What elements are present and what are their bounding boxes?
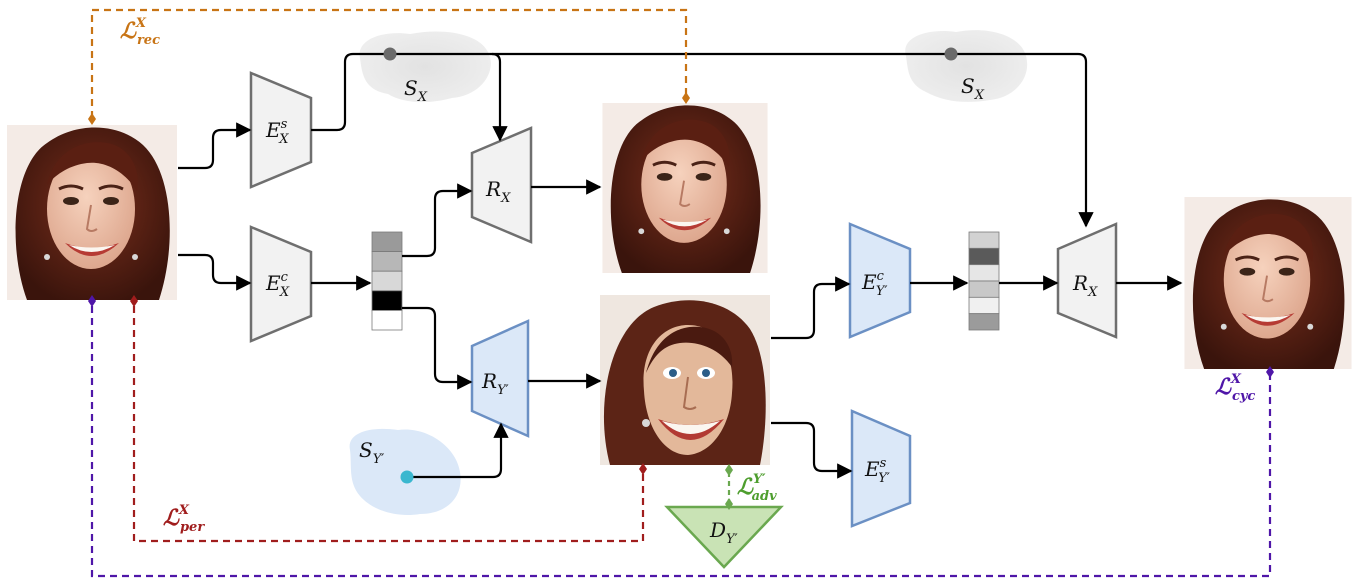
decoder-x-right-shape xyxy=(1056,222,1118,339)
decoder-x-top-label: RX xyxy=(485,177,511,206)
input-photo-image xyxy=(7,125,177,300)
discriminator-y-label: DY′ xyxy=(709,518,738,547)
caricature-image xyxy=(600,295,770,465)
code-cell xyxy=(968,264,1000,282)
adv-diamond-top xyxy=(725,464,733,476)
decoder-y-label: RY′ xyxy=(481,369,509,398)
cycle-loss-line xyxy=(90,306,1272,578)
reconstructed-photo-image xyxy=(600,103,770,273)
style-dot-x-left xyxy=(383,47,397,61)
style-encoder-y-shape xyxy=(850,409,912,528)
reconstruction-loss-line xyxy=(90,8,688,118)
wire-caricature-to-style-encoder-y xyxy=(771,421,853,479)
style-code-y-label: SY′ xyxy=(359,438,384,467)
content-encoder-y-shape xyxy=(848,222,912,339)
wire-sx-to-decoder-top xyxy=(491,52,508,142)
adv-diamond-bottom xyxy=(725,498,733,510)
code-cell xyxy=(371,309,403,331)
rec-diamond-right xyxy=(682,92,690,104)
style-code-x-right-label: SX xyxy=(961,74,985,103)
wire-code-to-decoder-top xyxy=(402,183,473,258)
code-cell xyxy=(371,270,403,292)
content-code-right xyxy=(968,231,1000,331)
wire-style-encoder-to-sx xyxy=(311,52,390,132)
per-diamond-left xyxy=(130,295,138,307)
code-cell xyxy=(371,251,403,272)
style-code-x-left-label: SX xyxy=(404,76,428,105)
wire-sy-to-decoder-y xyxy=(407,422,509,479)
code-cell xyxy=(371,290,403,311)
content-encoder-x-shape xyxy=(249,225,313,343)
content-code-left xyxy=(371,231,403,331)
code-cell xyxy=(968,280,1000,298)
wire-code-to-decoder-y xyxy=(402,306,473,390)
style-cloud-x-right xyxy=(905,30,1028,102)
code-cell xyxy=(968,247,1000,266)
wire-caricature-to-content-encoder-y xyxy=(771,276,851,340)
style-dot-y xyxy=(400,470,414,484)
cyc-diamond-right xyxy=(1266,366,1274,378)
wire-sx-horizontal xyxy=(390,52,1094,228)
wire-input-to-style-encoder xyxy=(178,122,252,170)
code-cell xyxy=(968,296,1000,315)
cycle-photo-image xyxy=(1183,197,1353,369)
wire-input-to-content-encoder xyxy=(178,253,252,291)
discriminator-y-shape xyxy=(664,505,784,569)
style-encoder-x-shape xyxy=(249,71,313,189)
decoder-y-shape xyxy=(470,319,530,438)
adv-loss-label: ℒY′adv xyxy=(737,472,777,504)
per-diamond-right xyxy=(639,463,647,475)
decoder-x-right-label: RX xyxy=(1072,271,1098,300)
rec-diamond-left xyxy=(88,113,96,125)
decoder-x-top-shape xyxy=(470,126,533,244)
data-flow-wires xyxy=(178,52,1183,479)
code-cell xyxy=(371,231,403,253)
code-cell xyxy=(968,231,1000,249)
cyc-diamond-left xyxy=(88,295,96,307)
code-cell xyxy=(968,313,1000,331)
style-dot-x-right xyxy=(944,47,958,61)
